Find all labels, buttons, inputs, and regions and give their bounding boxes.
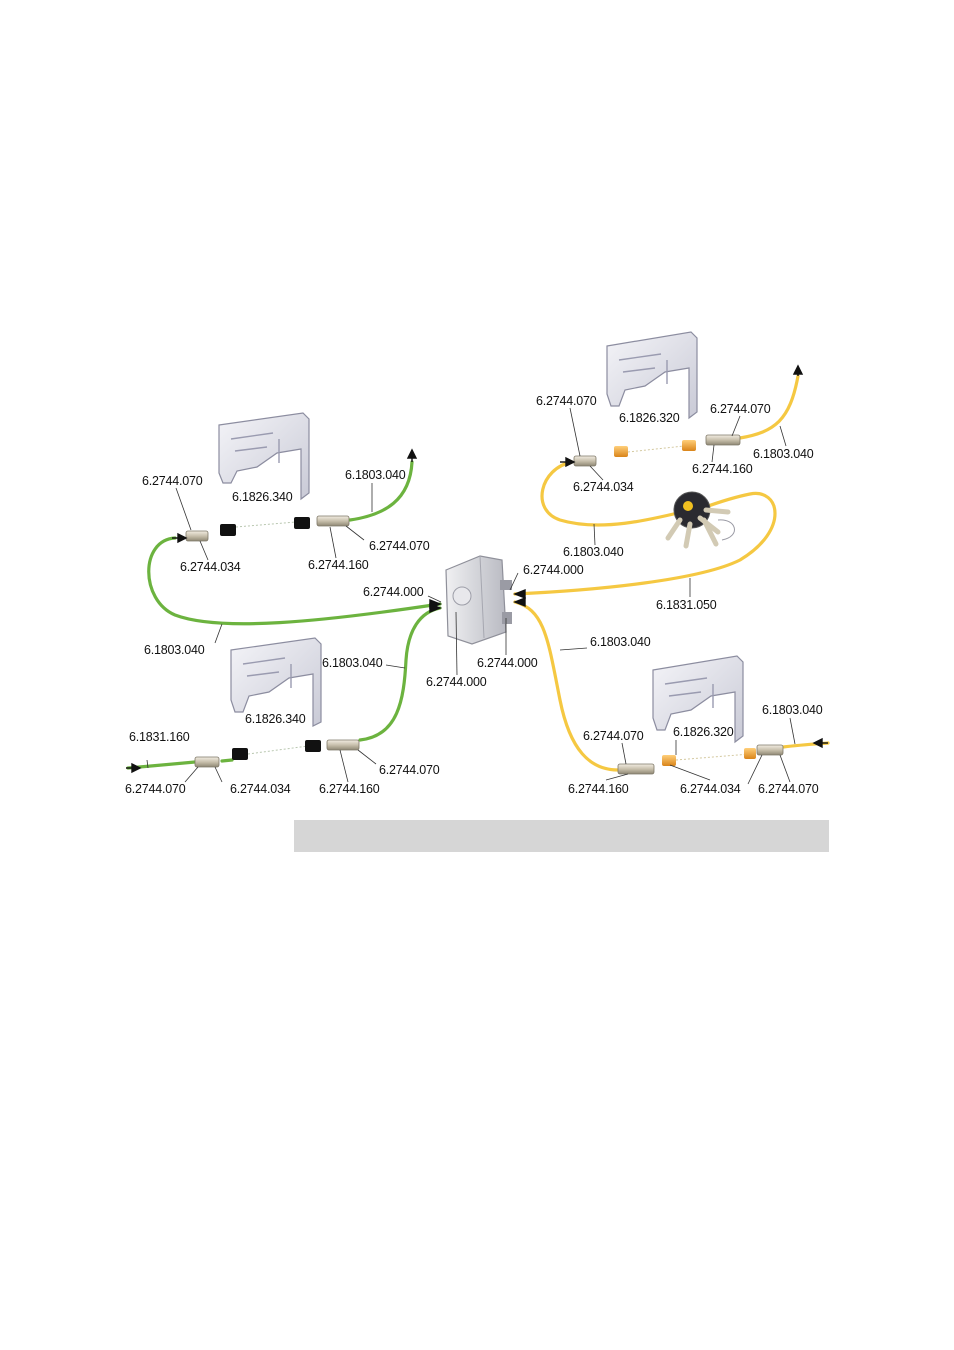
yellow-tubing [513, 374, 830, 772]
tubing-holder-icon [652, 655, 744, 744]
yellow-tubing-thin [627, 445, 751, 761]
tubing-holder-icon [230, 637, 322, 727]
part-label: 6.1826.340 [245, 712, 306, 726]
part-label: 6.1803.040 [590, 635, 651, 649]
part-label: 6.2744.000 [426, 675, 487, 689]
flow-arrows [126, 364, 828, 774]
part-label: 6.1831.160 [129, 730, 190, 744]
part-label: 6.2744.034 [573, 480, 634, 494]
part-label: 6.2744.034 [180, 560, 241, 574]
part-label: 6.1803.040 [563, 545, 624, 559]
part-label: 6.2744.070 [710, 402, 771, 416]
part-label: 6.2744.000 [363, 585, 424, 599]
part-label: 6.2744.160 [692, 462, 753, 476]
part-label: 6.1826.340 [232, 490, 293, 504]
part-label: 6.1803.040 [322, 656, 383, 670]
part-label: 6.2744.034 [230, 782, 291, 796]
tubing-holder-icon [218, 412, 310, 501]
part-label: 6.2744.000 [477, 656, 538, 670]
part-label: 6.2744.160 [568, 782, 629, 796]
part-label: 6.2744.034 [680, 782, 741, 796]
leader-lines [146, 407, 796, 785]
part-label: 6.1803.040 [762, 703, 823, 717]
caption-bar [294, 820, 829, 852]
part-label: 6.2744.070 [583, 729, 644, 743]
part-label: 6.1803.040 [753, 447, 814, 461]
pump-block-icon [445, 555, 512, 645]
part-label: 6.2744.070 [125, 782, 186, 796]
part-label: 6.2744.070 [536, 394, 597, 408]
part-label: 6.2744.160 [308, 558, 369, 572]
part-label: 6.1831.050 [656, 598, 717, 612]
part-label: 6.1803.040 [345, 468, 406, 482]
part-label: 6.2744.070 [142, 474, 203, 488]
distributor-icon [665, 491, 735, 549]
part-label: 6.1826.320 [619, 411, 680, 425]
pump-tube-sleeves [220, 440, 756, 766]
tubing-holder-icon [606, 331, 698, 420]
part-label: 6.2744.070 [758, 782, 819, 796]
green-tubing [126, 460, 442, 770]
part-label: 6.1826.320 [673, 725, 734, 739]
part-label: 6.2744.070 [379, 763, 440, 777]
fittings [185, 434, 784, 775]
part-label: 6.2744.000 [523, 563, 584, 577]
part-label: 6.2744.160 [319, 782, 380, 796]
part-label: 6.1803.040 [144, 643, 205, 657]
part-label: 6.2744.070 [369, 539, 430, 553]
